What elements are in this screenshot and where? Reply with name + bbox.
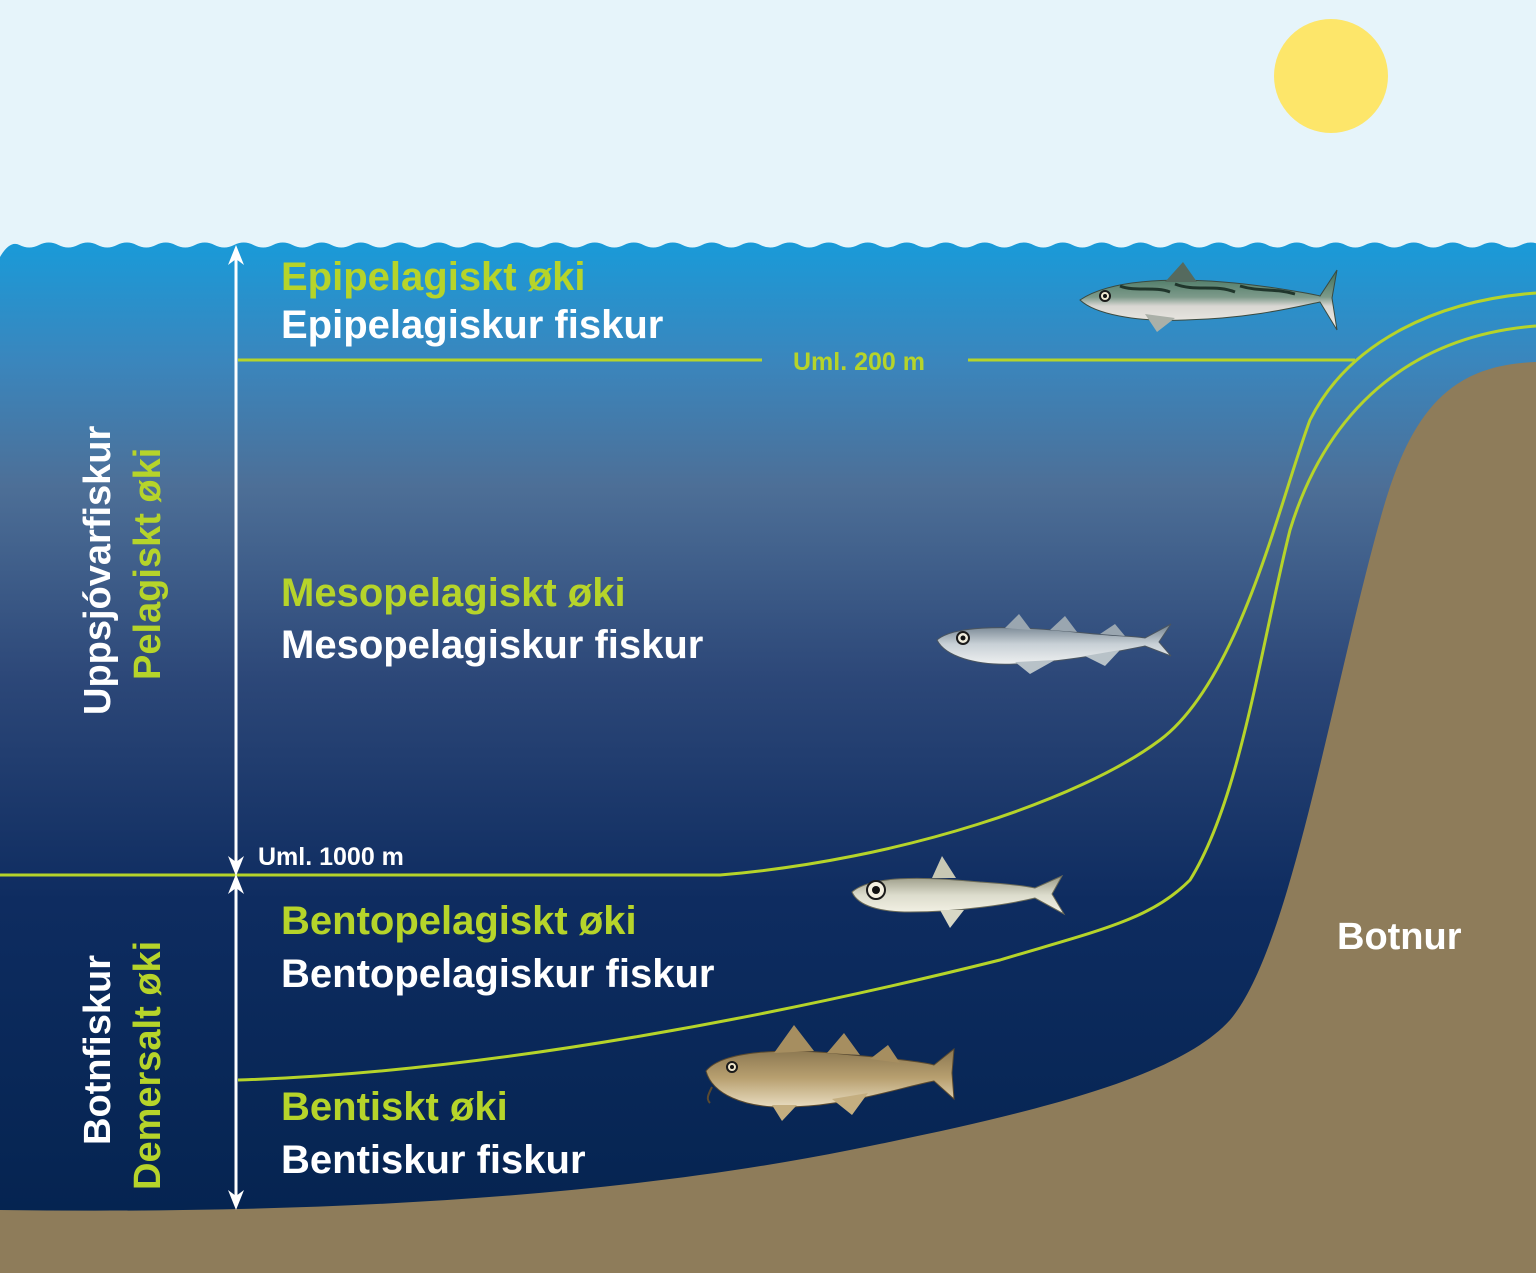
side-label-pelagic-zone: Pelagiskt øki xyxy=(127,448,169,680)
depth-1000-boundary xyxy=(0,291,1536,877)
argentine-icon xyxy=(851,856,1066,928)
side-label-pelagic-fish: Uppsjóvarfiskur xyxy=(77,425,119,715)
zone-benthopelagic-name: Bentopelagiskt øki xyxy=(281,899,637,943)
depth-1000-label: Uml. 1000 m xyxy=(258,843,404,871)
seabed xyxy=(0,362,1536,1273)
sun-icon xyxy=(1274,19,1388,133)
cod-icon xyxy=(705,1025,955,1121)
ocean-water xyxy=(0,242,1536,1273)
side-label-demersal-zone: Demersalt øki xyxy=(127,941,169,1190)
zone-mesopelagic-fish: Mesopelagiskur fiskur xyxy=(281,623,703,667)
depth-200-label: Uml. 200 m xyxy=(793,348,925,376)
sky xyxy=(0,0,1536,260)
benthic-boundary xyxy=(237,324,1536,1082)
zone-benthopelagic-fish: Bentopelagiskur fiskur xyxy=(281,952,714,996)
zone-benthic-name: Bentiskt øki xyxy=(281,1085,508,1129)
side-label-demersal-fish: Botnfiskur xyxy=(77,955,119,1145)
zone-epipelagic-name: Epipelagiskt øki xyxy=(281,255,586,299)
mackerel-icon xyxy=(1079,262,1338,332)
blue-whiting-icon xyxy=(936,614,1172,674)
seabed-label: Botnur xyxy=(1337,916,1462,958)
zone-benthic-fish: Bentiskur fiskur xyxy=(281,1138,586,1182)
zone-epipelagic-fish: Epipelagiskur fiskur xyxy=(281,303,663,347)
zone-mesopelagic-name: Mesopelagiskt øki xyxy=(281,571,626,615)
